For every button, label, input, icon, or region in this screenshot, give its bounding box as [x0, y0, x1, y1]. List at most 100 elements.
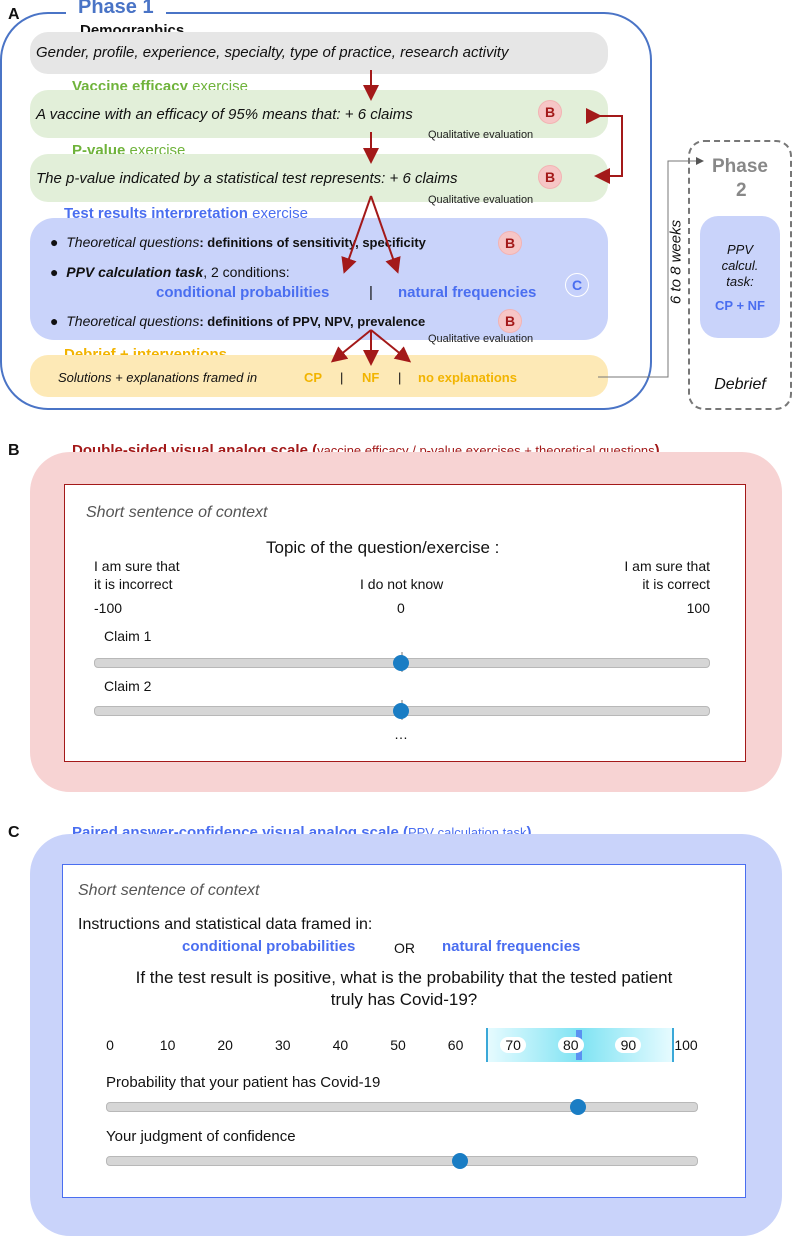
- c-cond-frequencies: natural frequencies: [442, 938, 581, 955]
- debrief-cp: CP: [304, 370, 323, 385]
- phase2-debrief: Debrief: [714, 376, 766, 393]
- b-max: 100: [686, 600, 710, 616]
- c-tick-label: 80: [557, 1037, 584, 1053]
- b-topic: Topic of the question/exercise :: [266, 538, 500, 557]
- test-qualitative: Qualitative evaluation: [428, 333, 534, 345]
- test-bullet-1: ● Theoretical questions: definitions of …: [50, 234, 426, 250]
- arrow-debrief-cp: [330, 329, 372, 363]
- debrief-no-explanations: no explanations: [418, 370, 517, 385]
- c-instructions: Instructions and statistical data framed…: [78, 916, 373, 933]
- b-left-label-2: it is incorrect: [94, 576, 173, 592]
- c-cond-probabilities: conditional probabilities: [182, 938, 356, 955]
- c-tick-label: 90: [615, 1037, 642, 1053]
- panel-b-title-end: ): [654, 442, 660, 459]
- c-context: Short sentence of context: [78, 882, 260, 899]
- weeks-label: 6 to 8 weeks: [667, 219, 685, 305]
- c-tick-label: 30: [275, 1037, 291, 1053]
- pvalue-qualitative: Qualitative evaluation: [428, 194, 534, 206]
- phase2-task-line1: PPV: [726, 242, 753, 257]
- panel-c-title-end: ): [526, 824, 532, 841]
- demographics-box: [30, 32, 608, 74]
- c-slider-1-label: Probability that your patient has Covid-…: [106, 1074, 381, 1091]
- bullet3-post: : definitions of PPV, NPV, prevalence: [199, 314, 426, 329]
- b-claim-2-label: Claim 2: [104, 678, 152, 694]
- phase2-task-line4: CP + NF: [715, 298, 765, 313]
- test-title-bold: Test results interpretation: [64, 205, 248, 222]
- vaccine-box: [30, 90, 608, 138]
- phase2-number: 2: [736, 180, 747, 201]
- arrow-to-cp: [341, 195, 372, 274]
- bullet2-post: , 2 conditions:: [203, 264, 290, 280]
- b-context: Short sentence of context: [86, 504, 268, 521]
- bullet2-pre: PPV calculation task: [66, 264, 204, 280]
- b-right-label-2: it is correct: [642, 576, 710, 592]
- connector-to-phase2: [598, 157, 704, 378]
- c-question-line-2: truly has Covid-19?: [330, 990, 478, 1009]
- b-claim-2-knob[interactable]: [393, 703, 409, 719]
- c-tick-label: 100: [674, 1037, 698, 1053]
- panel-a-arrows: [330, 70, 704, 378]
- bullet3-badge-b: B: [498, 309, 522, 333]
- b-claim-1-label: Claim 1: [104, 628, 152, 644]
- c-slider-2-label: Your judgment of confidence: [106, 1128, 296, 1145]
- arrow-vaccine-pvalue-swap: [586, 108, 623, 184]
- bullet1-badge-b: B: [498, 231, 522, 255]
- debrief-text: Solutions + explanations framed in: [58, 370, 258, 385]
- b-mid-label: I do not know: [360, 576, 444, 592]
- phase1-title: Phase 1: [66, 0, 166, 19]
- c-slider-2-track[interactable]: [106, 1156, 698, 1166]
- pvalue-box: [30, 154, 608, 202]
- c-tick-label: 20: [217, 1037, 233, 1053]
- debrief-nf: NF: [362, 370, 380, 385]
- b-min: -100: [94, 600, 123, 616]
- phase2-task-line3: task:: [726, 274, 754, 289]
- cond-probabilities: conditional probabilities: [156, 284, 330, 301]
- bullet2-badge-c: C: [565, 273, 589, 297]
- vaccine-text: A vaccine with an efficacy of 95% means …: [36, 106, 413, 123]
- cond-frequencies: natural frequencies: [398, 284, 537, 301]
- debrief-sep1: |: [340, 370, 344, 385]
- test-bullet-2: ● PPV calculation task, 2 conditions:: [50, 264, 290, 280]
- demographics-text: Gender, profile, experience, specialty, …: [36, 44, 509, 61]
- phase2-frame: [688, 140, 792, 410]
- pvalue-text: The p-value indicated by a statistical t…: [36, 170, 458, 187]
- c-or: OR: [394, 940, 415, 956]
- test-title-rest: exercise: [247, 205, 308, 222]
- cond-sep: |: [369, 284, 373, 301]
- bullet1-pre: Theoretical questions: [66, 234, 200, 250]
- b-ellipsis: …: [394, 726, 408, 742]
- bullet-dot: ●: [50, 264, 67, 280]
- c-tick-label: 70: [500, 1037, 527, 1053]
- test-title: Test results interpretation exercise: [64, 205, 308, 222]
- c-tick-label: 0: [106, 1037, 114, 1053]
- c-tick-label: 10: [159, 1037, 176, 1053]
- panel-b-letter: B: [8, 442, 20, 459]
- pvalue-badge-b: B: [538, 165, 562, 189]
- bullet1-post: : definitions of sensitivity, specificit…: [199, 235, 426, 250]
- panel-b-card: [64, 484, 746, 762]
- c-slider-1-track[interactable]: [106, 1102, 698, 1112]
- phase2-task-line2: calcul.: [721, 258, 759, 273]
- c-tick-label: 50: [390, 1037, 406, 1053]
- phase2-task-box: [700, 216, 780, 338]
- panel-a-letter: A: [8, 6, 20, 23]
- phase1-frame: [0, 12, 652, 410]
- panel-c-letter: C: [8, 824, 20, 841]
- phase2-title: Phase: [712, 156, 768, 177]
- b-mid: 0: [397, 600, 405, 616]
- debrief-box: [30, 355, 608, 397]
- bullet-dot: ●: [50, 313, 67, 329]
- c-slider-1-knob[interactable]: [570, 1099, 586, 1115]
- c-slider-2-knob[interactable]: [452, 1153, 468, 1169]
- bullet3-pre: Theoretical questions: [66, 313, 200, 329]
- arrow-debrief-none: [370, 329, 412, 363]
- vaccine-badge-b: B: [538, 100, 562, 124]
- b-right-label-1: I am sure that: [624, 558, 710, 574]
- c-question-line-1: If the test result is positive, what is …: [135, 968, 673, 987]
- b-claim-1-knob[interactable]: [393, 655, 409, 671]
- vaccine-qualitative: Qualitative evaluation: [428, 129, 534, 141]
- test-bullet-3: ● Theoretical questions: definitions of …: [50, 313, 425, 329]
- b-left-label-1: I am sure that: [94, 558, 180, 574]
- c-tick-label: 60: [447, 1037, 464, 1053]
- debrief-sep2: |: [398, 370, 402, 385]
